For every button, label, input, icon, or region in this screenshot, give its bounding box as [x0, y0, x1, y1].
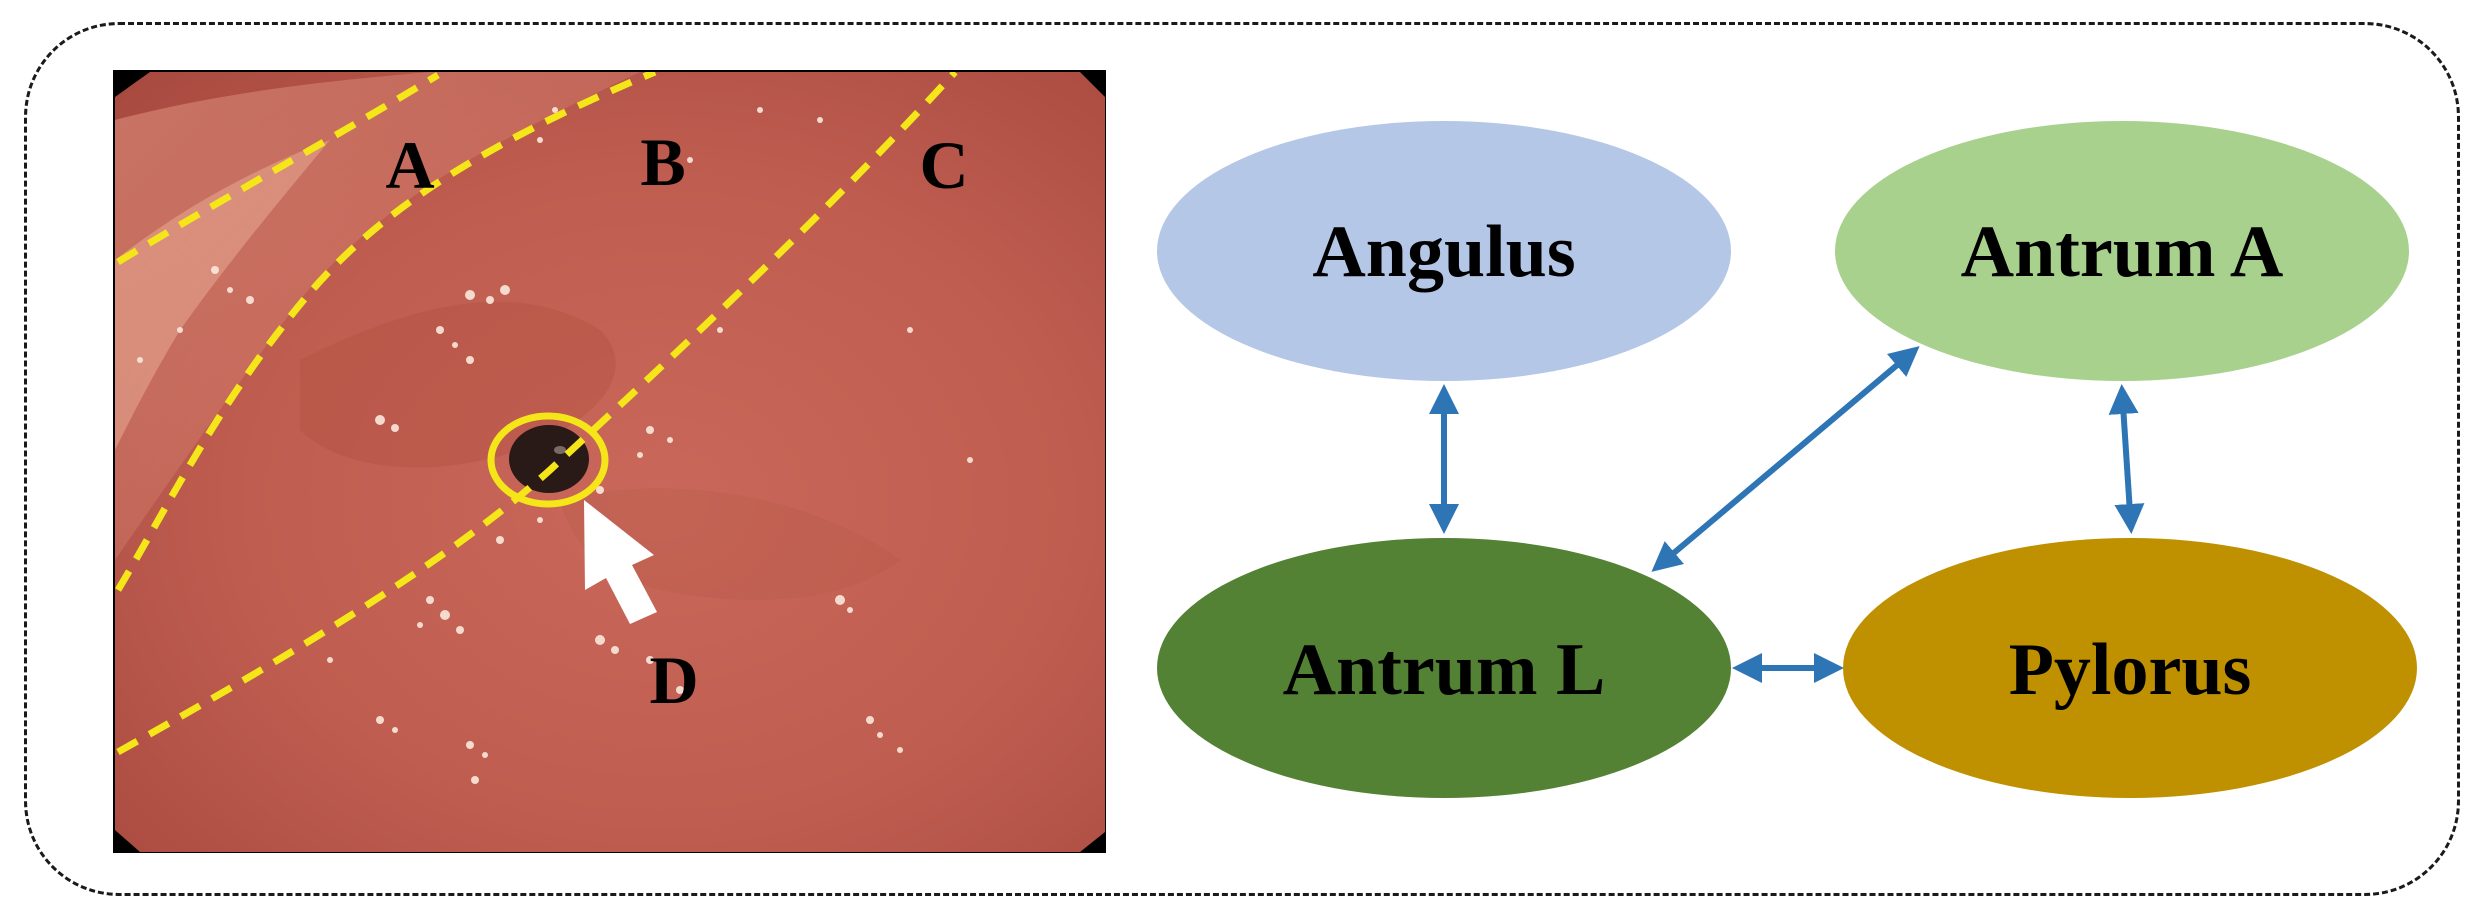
mucosa-highlights [137, 107, 973, 784]
node-antrum-a: Antrum A [1835, 121, 2409, 381]
relationship-diagram: Angulus Antrum A Antrum L Pylorus [1157, 121, 2417, 798]
node-angulus-shape [1157, 121, 1731, 381]
boundary-line-a [116, 72, 440, 265]
region-label-b: B [640, 124, 685, 200]
pylorus-opening [509, 425, 589, 493]
node-pylorus: Pylorus [1843, 538, 2417, 798]
region-label-a: A [385, 127, 434, 203]
node-antrum-l-label: Antrum L [1283, 629, 1606, 711]
node-pylorus-shape [1843, 538, 2417, 798]
node-antrum-l-shape [1157, 538, 1731, 798]
endoscopy-image: A B C D [113, 70, 1106, 853]
node-pylorus-label: Pylorus [2009, 629, 2252, 711]
boundary-line-b [115, 72, 657, 592]
boundary-line-c [116, 72, 958, 756]
region-boundaries [115, 72, 958, 756]
edge-antrum-a-pylorus [2108, 384, 2145, 534]
dashed-frame [24, 22, 2460, 896]
node-angulus-label: Angulus [1312, 211, 1575, 293]
pylorus-marker-circle [487, 412, 609, 508]
region-label-c: C [919, 127, 968, 203]
edge-antrum-a-antrum-l [1651, 346, 1920, 572]
pylorus-pointer-arrow [584, 500, 657, 624]
node-angulus: Angulus [1157, 121, 1731, 381]
node-antrum-a-label: Antrum A [1961, 211, 2284, 293]
node-antrum-a-shape [1835, 121, 2409, 381]
node-antrum-l: Antrum L [1157, 538, 1731, 798]
region-label-d: D [649, 642, 698, 718]
diagram-edges [1429, 346, 2145, 683]
